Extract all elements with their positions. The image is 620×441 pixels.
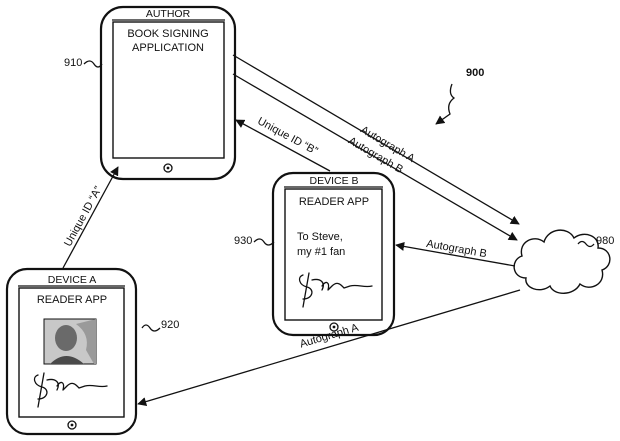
device-a-home-button xyxy=(67,420,77,430)
author-device: AUTHOR BOOK SIGNING APPLICATION xyxy=(99,5,237,181)
flow-b-to-author xyxy=(235,119,331,172)
flow-author-to-cloud-a xyxy=(232,54,520,225)
device-b-signature xyxy=(298,272,373,308)
author-header: AUTHOR xyxy=(146,8,191,20)
flow-cloud-to-a xyxy=(137,289,521,407)
cloud-shape xyxy=(513,229,611,294)
label-cloud-to-b: Autograph B xyxy=(425,238,487,260)
flow-a-to-author xyxy=(62,166,119,269)
cloud-ref-number: 980 xyxy=(596,235,614,247)
author-home-button xyxy=(163,163,173,173)
device-a-home-button-dot xyxy=(70,423,74,427)
device-b: DEVICE B READER APP To Steve, my #1 fan xyxy=(271,171,396,337)
device-b-app-label: READER APP xyxy=(299,196,369,208)
device-a-ref-number: 920 xyxy=(161,319,179,331)
device-b-home-button xyxy=(329,322,339,332)
author-ref-leader xyxy=(83,60,103,68)
device-a: DEVICE A READER APP xyxy=(5,267,138,436)
cloud xyxy=(513,229,611,294)
device-b-ref-leader xyxy=(253,238,275,246)
device-b-message-line1: To Steve, xyxy=(297,231,343,243)
device-a-signature xyxy=(33,372,108,408)
author-ref-number: 910 xyxy=(64,57,82,69)
author-app-line1: BOOK SIGNING xyxy=(127,28,208,40)
device-b-screen xyxy=(284,188,383,321)
author-app-line2: APPLICATION xyxy=(132,42,204,54)
label-a-to-author: Unique ID “A” xyxy=(62,184,105,249)
author-home-button-dot xyxy=(166,166,170,170)
device-b-home-button-dot xyxy=(332,325,336,329)
device-b-ref-number: 930 xyxy=(234,235,252,247)
flow-cloud-to-b xyxy=(395,241,516,267)
device-a-app-label: READER APP xyxy=(37,294,107,306)
device-a-screen xyxy=(18,287,125,418)
device-b-header: DEVICE B xyxy=(309,175,358,187)
device-a-header: DEVICE A xyxy=(48,274,96,286)
device-a-photo xyxy=(43,318,97,365)
flow-author-to-cloud-b xyxy=(232,73,518,241)
figure-pointer-arrow xyxy=(435,83,456,125)
device-b-message-line2: my #1 fan xyxy=(297,246,345,258)
cloud-ref-leader xyxy=(577,240,595,248)
figure-number: 900 xyxy=(466,67,484,79)
device-a-ref-leader xyxy=(141,324,161,332)
author-screen xyxy=(112,21,225,159)
